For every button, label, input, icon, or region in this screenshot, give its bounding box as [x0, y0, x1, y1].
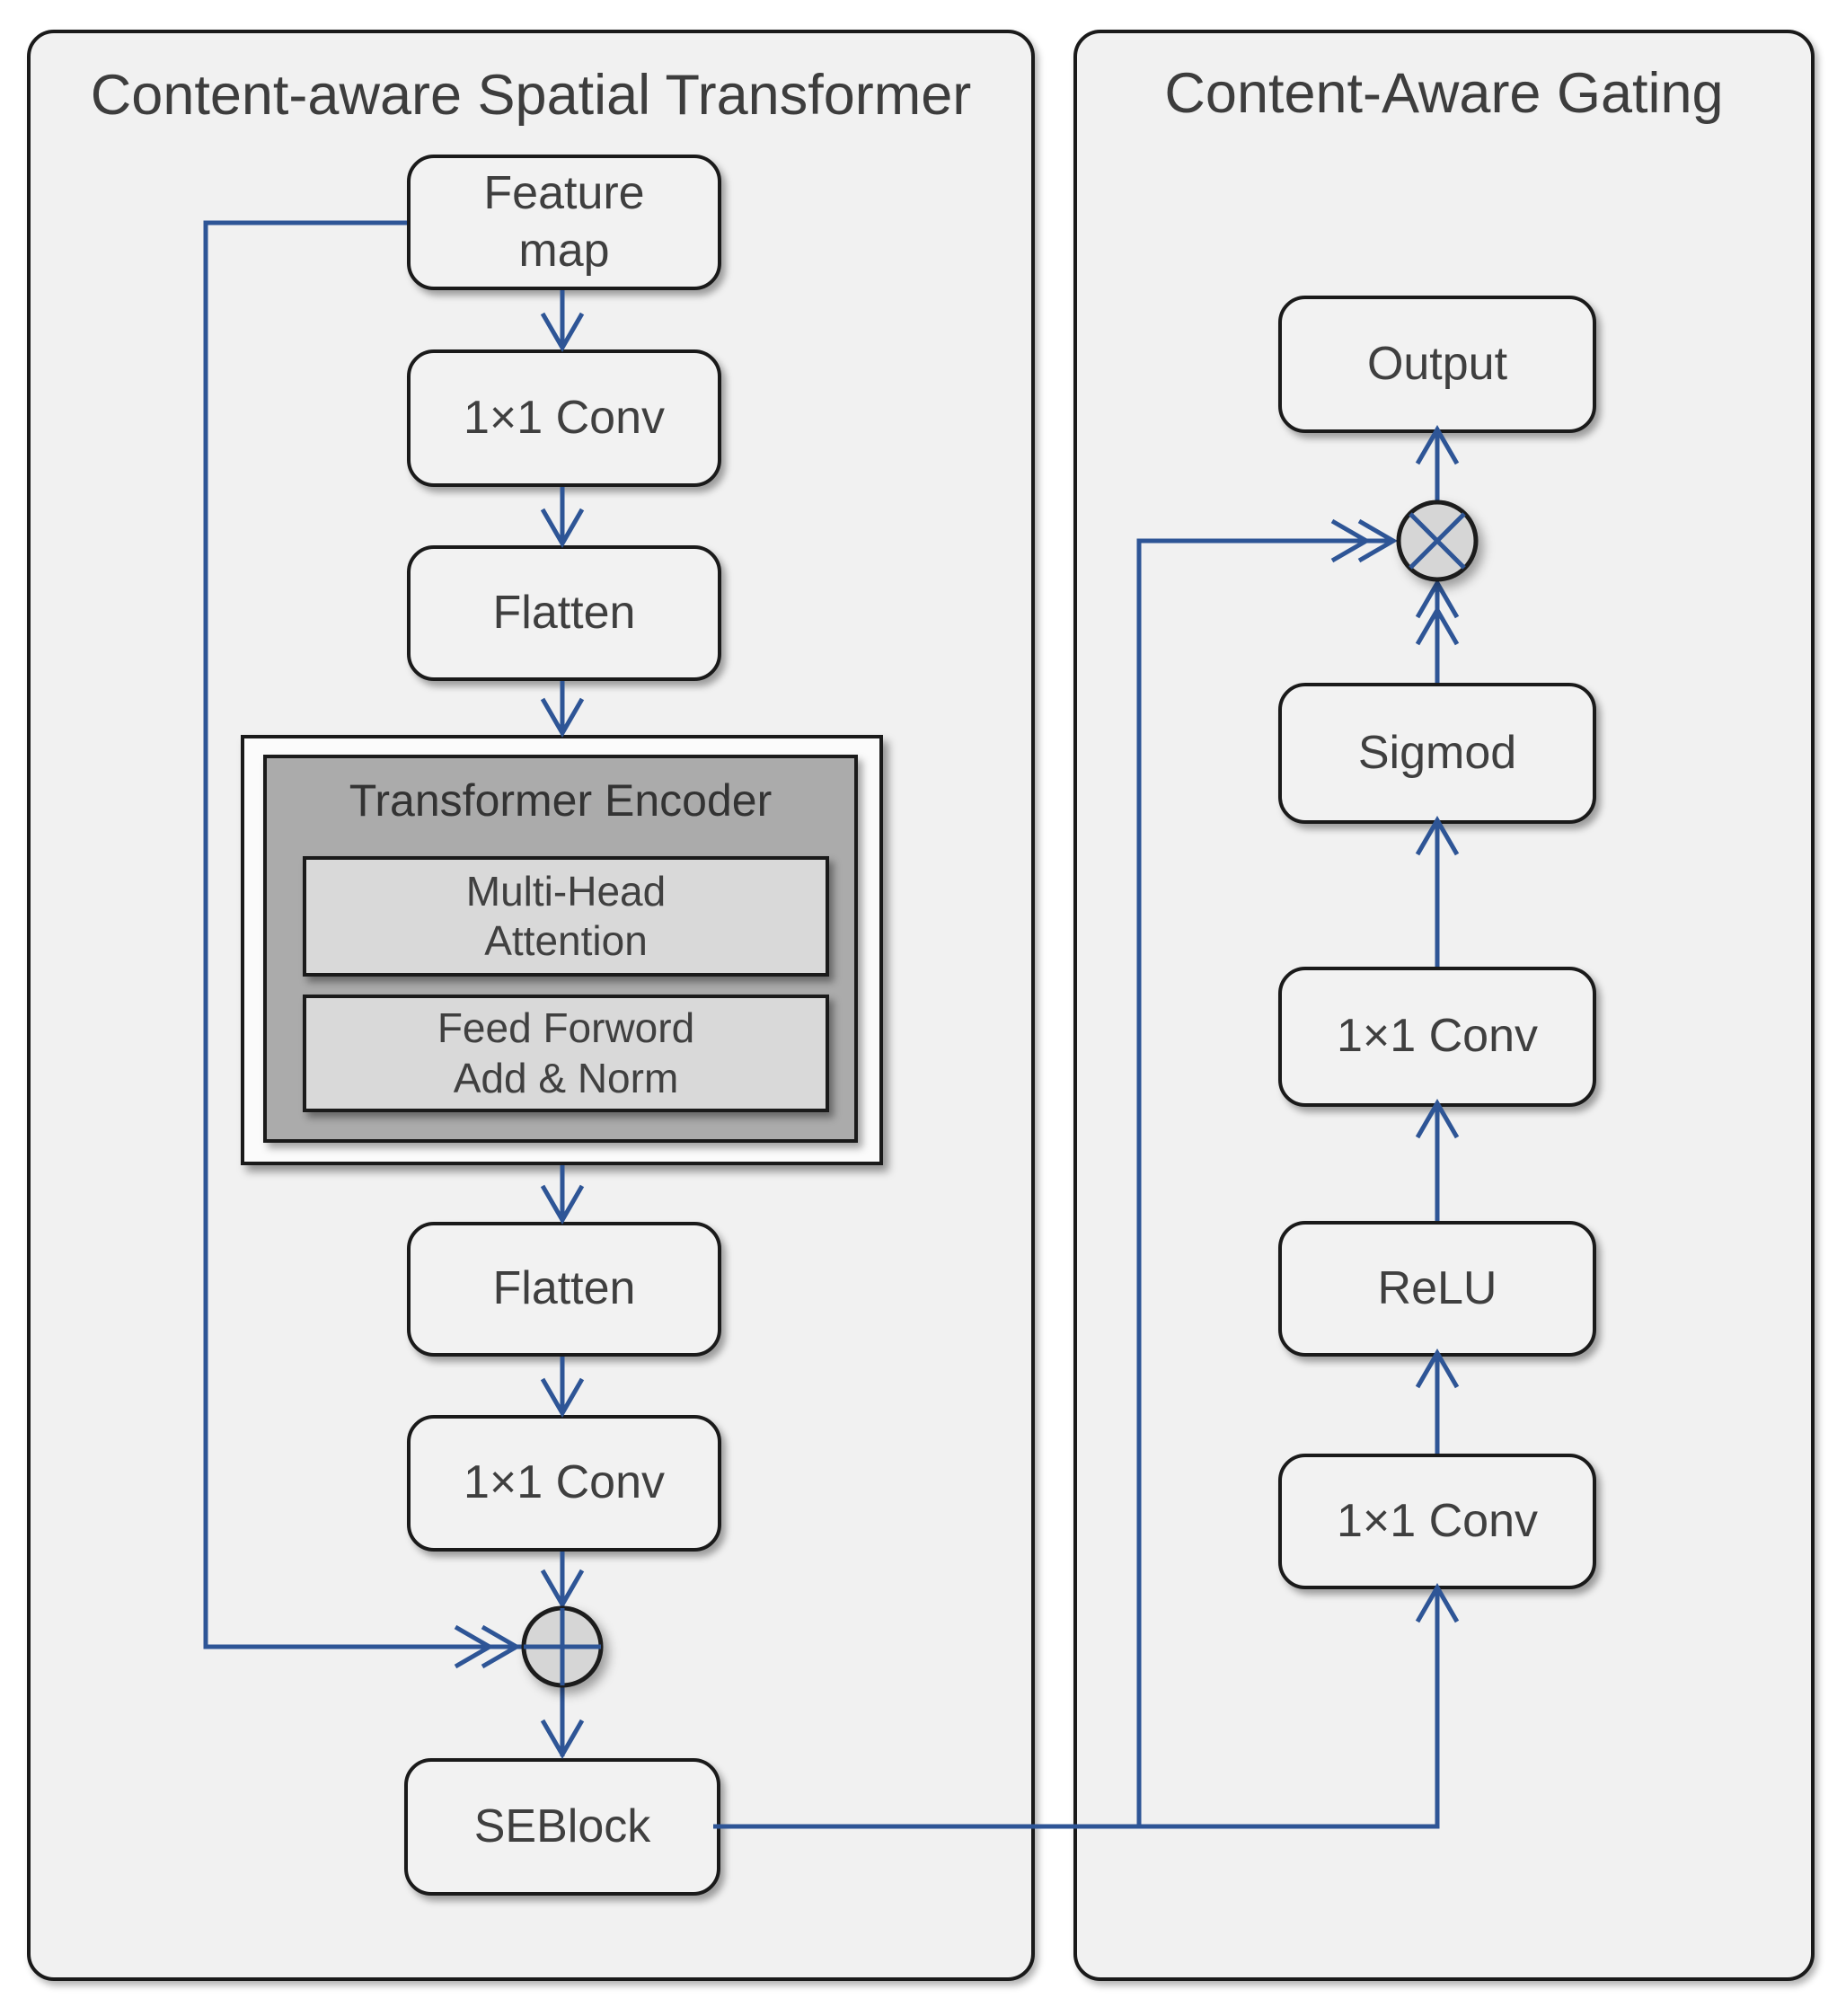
seblock-node: SEBlock: [404, 1758, 720, 1896]
right-panel-title: Content-Aware Gating: [1164, 62, 1724, 125]
conv1x1-node-left-bottom: 1×1 Conv: [407, 1415, 721, 1552]
conv1x1-node-left-top: 1×1 Conv: [407, 349, 721, 487]
flatten-node-bottom: Flatten: [407, 1222, 721, 1357]
multi-head-attention-node: Multi-Head Attention: [303, 856, 829, 977]
conv1x1-node-right-top: 1×1 Conv: [1278, 967, 1596, 1107]
conv1x1-node-right-bottom: 1×1 Conv: [1278, 1454, 1596, 1589]
feature-map-node: Feature map: [407, 155, 721, 290]
feed-forward-add-norm-node: Feed Forword Add & Norm: [303, 995, 829, 1112]
sigmod-node: Sigmod: [1278, 683, 1596, 824]
output-node: Output: [1278, 296, 1596, 433]
left-panel-title: Content-aware Spatial Transformer: [90, 64, 972, 127]
flatten-node-top: Flatten: [407, 545, 721, 681]
relu-node: ReLU: [1278, 1221, 1596, 1357]
transformer-encoder-title: Transformer Encoder: [349, 775, 773, 826]
